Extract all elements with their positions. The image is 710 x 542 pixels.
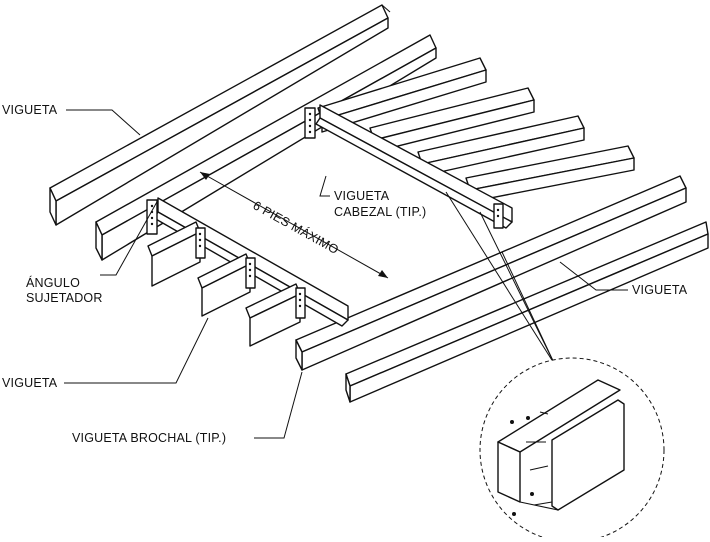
label-trimmer: VIGUETA BROCHAL (TIP.) [72, 431, 226, 445]
label-angle-line1: ÁNGULO [26, 275, 80, 290]
tail-joist-3 [245, 283, 301, 347]
dimension-line [199, 171, 389, 279]
tail-joist-1 [147, 221, 201, 287]
label-header-line1: VIGUETA [334, 189, 390, 203]
angle-clips [146, 107, 504, 319]
leaders [64, 109, 628, 439]
joist-far-left [49, 4, 391, 226]
tail-joists [147, 221, 301, 347]
label-joist-right: VIGUETA [632, 283, 688, 297]
label-joist-top-left: VIGUETA [2, 103, 58, 117]
joist-front [345, 221, 709, 403]
joist-3 [317, 57, 487, 133]
joist-6 [465, 145, 635, 203]
tail-joist-2 [197, 253, 251, 317]
detail-callout [445, 191, 665, 542]
label-angle-line2: SUJETADOR [26, 291, 103, 305]
detail-channel [497, 379, 625, 516]
header-back [315, 104, 513, 229]
label-joist-left-bottom: VIGUETA [2, 376, 58, 390]
label-dimension: 6 PIES MÁXIMO [251, 198, 342, 258]
label-header-line2: CABEZAL (TIP.) [334, 205, 426, 219]
